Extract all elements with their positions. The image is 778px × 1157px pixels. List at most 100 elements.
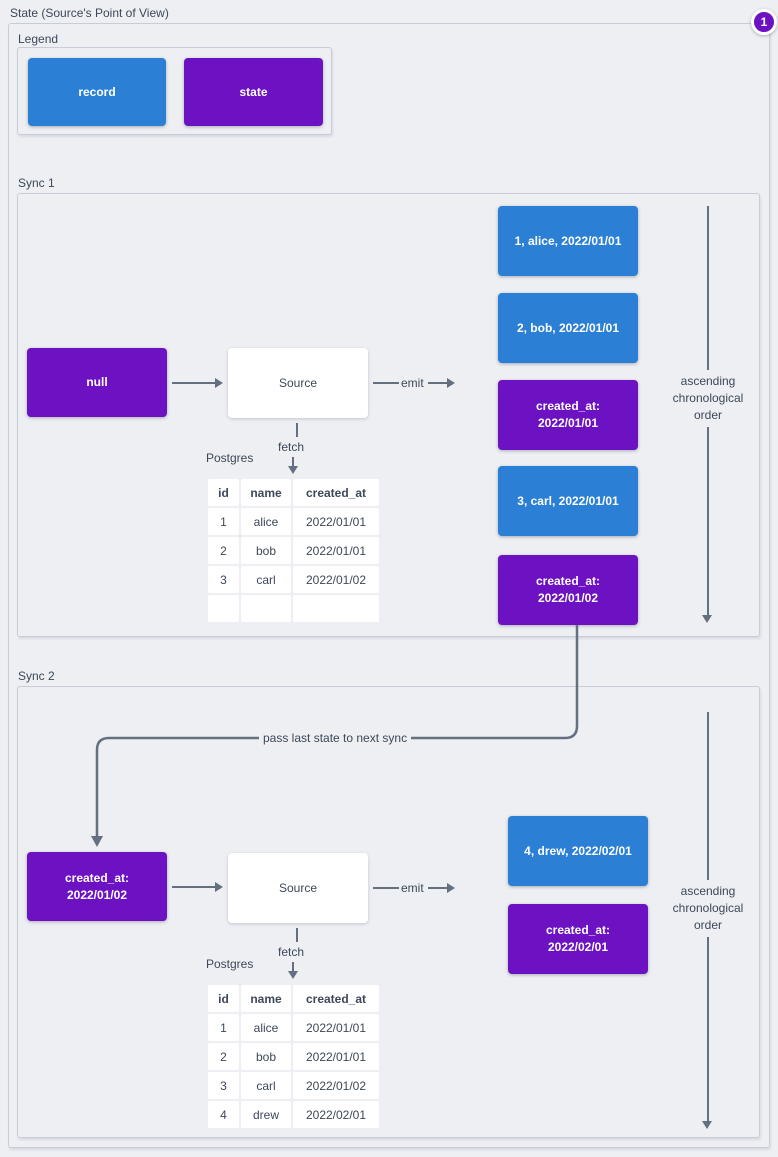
state-label-line1: created_at: — [545, 923, 611, 937]
sync1-input-state-node: null — [27, 348, 167, 417]
arrow-line — [172, 886, 215, 888]
arrow-right-icon — [215, 378, 223, 388]
fetch-line — [296, 423, 298, 437]
emitted-state-node: created_at: 2022/02/01 — [508, 904, 648, 974]
table-header-row: id name created_at — [208, 479, 379, 506]
table-cell: 1 — [208, 1014, 239, 1041]
page-title: State (Source's Point of View) — [10, 6, 169, 20]
order-line — [707, 937, 709, 1122]
sync2-emit-label: emit — [401, 881, 424, 895]
sync1-source-label: Source — [278, 375, 318, 390]
sync2-postgres-label: Postgres — [206, 957, 254, 971]
legend-state-swatch: state — [184, 58, 323, 126]
emit-line — [373, 382, 399, 384]
sync1-source-node: Source — [228, 348, 368, 418]
table-row: 1 alice 2022/01/01 — [208, 1014, 379, 1041]
table-cell: 2022/01/01 — [293, 508, 379, 535]
fetch-line — [296, 928, 298, 942]
table-cell: carl — [241, 566, 291, 593]
table-cell — [241, 595, 291, 622]
column-header: name — [241, 985, 291, 1012]
sync1-postgres-table: id name created_at 1 alice 2022/01/01 2 … — [206, 477, 381, 624]
arrow-down-icon — [702, 615, 712, 623]
sync1-label: Sync 1 — [18, 176, 55, 190]
record-label: 2, bob, 2022/01/01 — [516, 320, 620, 335]
order-line — [707, 712, 709, 880]
table-cell: 4 — [208, 1101, 239, 1128]
table-row: 3 carl 2022/01/02 — [208, 566, 379, 593]
table-row: 4 drew 2022/02/01 — [208, 1101, 379, 1128]
order-line — [707, 427, 709, 616]
table-cell — [208, 595, 239, 622]
sync2-postgres-table: id name created_at 1 alice 2022/01/01 2 … — [206, 983, 381, 1130]
table-cell — [293, 595, 379, 622]
emitted-record-node: 4, drew, 2022/02/01 — [508, 816, 648, 886]
sync1-order-label: ascending chronological order — [672, 374, 744, 422]
emitted-record-node: 1, alice, 2022/01/01 — [498, 206, 638, 276]
legend-record-label: record — [78, 84, 116, 99]
table-cell: bob — [241, 1043, 291, 1070]
state-label-line1: created_at: — [535, 574, 601, 588]
sync2-fetch-label: fetch — [278, 945, 305, 959]
sync1-input-state-label: null — [86, 375, 108, 389]
emitted-record-node: 3, carl, 2022/01/01 — [498, 466, 638, 536]
table-cell: 2 — [208, 1043, 239, 1070]
table-row — [208, 595, 379, 622]
table-cell: 2022/02/01 — [293, 1101, 379, 1128]
table-cell: 1 — [208, 508, 239, 535]
sync1-emit-label: emit — [401, 376, 424, 390]
column-header: created_at — [293, 479, 379, 506]
table-cell: 2022/01/01 — [293, 1043, 379, 1070]
sync2-source-label: Source — [278, 880, 318, 895]
emitted-state-node: created_at: 2022/01/01 — [498, 380, 638, 450]
table-cell: 3 — [208, 1072, 239, 1099]
table-cell: alice — [241, 1014, 291, 1041]
emit-line — [428, 887, 447, 889]
arrow-down-icon — [288, 971, 298, 979]
state-label-line2: 2022/02/01 — [547, 940, 609, 954]
sync2-source-node: Source — [228, 853, 368, 923]
table-row: 2 bob 2022/01/01 — [208, 1043, 379, 1070]
annotation-badge-number: 1 — [760, 15, 768, 29]
legend-state-label: state — [239, 84, 268, 99]
state-label-line2: 2022/01/02 — [66, 887, 128, 902]
table-cell: alice — [241, 508, 291, 535]
emitted-record-node: 2, bob, 2022/01/01 — [498, 293, 638, 363]
record-label: 3, carl, 2022/01/01 — [517, 493, 619, 508]
legend-label: Legend — [18, 32, 59, 46]
emitted-state-node: created_at: 2022/01/02 — [498, 555, 638, 625]
table-row: 3 carl 2022/01/02 — [208, 1072, 379, 1099]
table-row: 2 bob 2022/01/01 — [208, 537, 379, 564]
arrow-down-icon — [702, 1121, 712, 1129]
order-line — [707, 206, 709, 370]
column-header: id — [208, 479, 239, 506]
table-cell: 2022/01/01 — [293, 537, 379, 564]
state-label-line1: created_at: — [64, 870, 130, 885]
state-label-line1: created_at: — [535, 399, 601, 413]
pass-state-label: pass last state to next sync — [259, 731, 412, 745]
table-row: 1 alice 2022/01/01 — [208, 508, 379, 535]
table-cell: 2 — [208, 537, 239, 564]
arrow-line — [172, 382, 215, 384]
fetch-line — [292, 962, 294, 972]
annotation-badge: 1 — [751, 9, 777, 35]
sync1-fetch-label: fetch — [278, 440, 305, 454]
sync2-label: Sync 2 — [18, 669, 55, 683]
state-pov-frame — [8, 23, 770, 1148]
emit-line — [428, 382, 447, 384]
arrow-right-icon — [447, 378, 455, 388]
sync1-postgres-label: Postgres — [206, 451, 254, 465]
column-header: created_at — [293, 985, 379, 1012]
table-cell: bob — [241, 537, 291, 564]
column-header: id — [208, 985, 239, 1012]
fetch-line — [292, 457, 294, 467]
state-label-line2: 2022/01/02 — [537, 591, 599, 605]
state-label-line2: 2022/01/01 — [537, 416, 599, 430]
table-cell: 2022/01/02 — [293, 566, 379, 593]
column-header: name — [241, 479, 291, 506]
table-cell: 2022/01/02 — [293, 1072, 379, 1099]
table-cell: carl — [241, 1072, 291, 1099]
legend-frame — [17, 47, 332, 135]
sync2-order-label: ascending chronological order — [672, 884, 744, 932]
legend-record-swatch: record — [28, 58, 166, 126]
